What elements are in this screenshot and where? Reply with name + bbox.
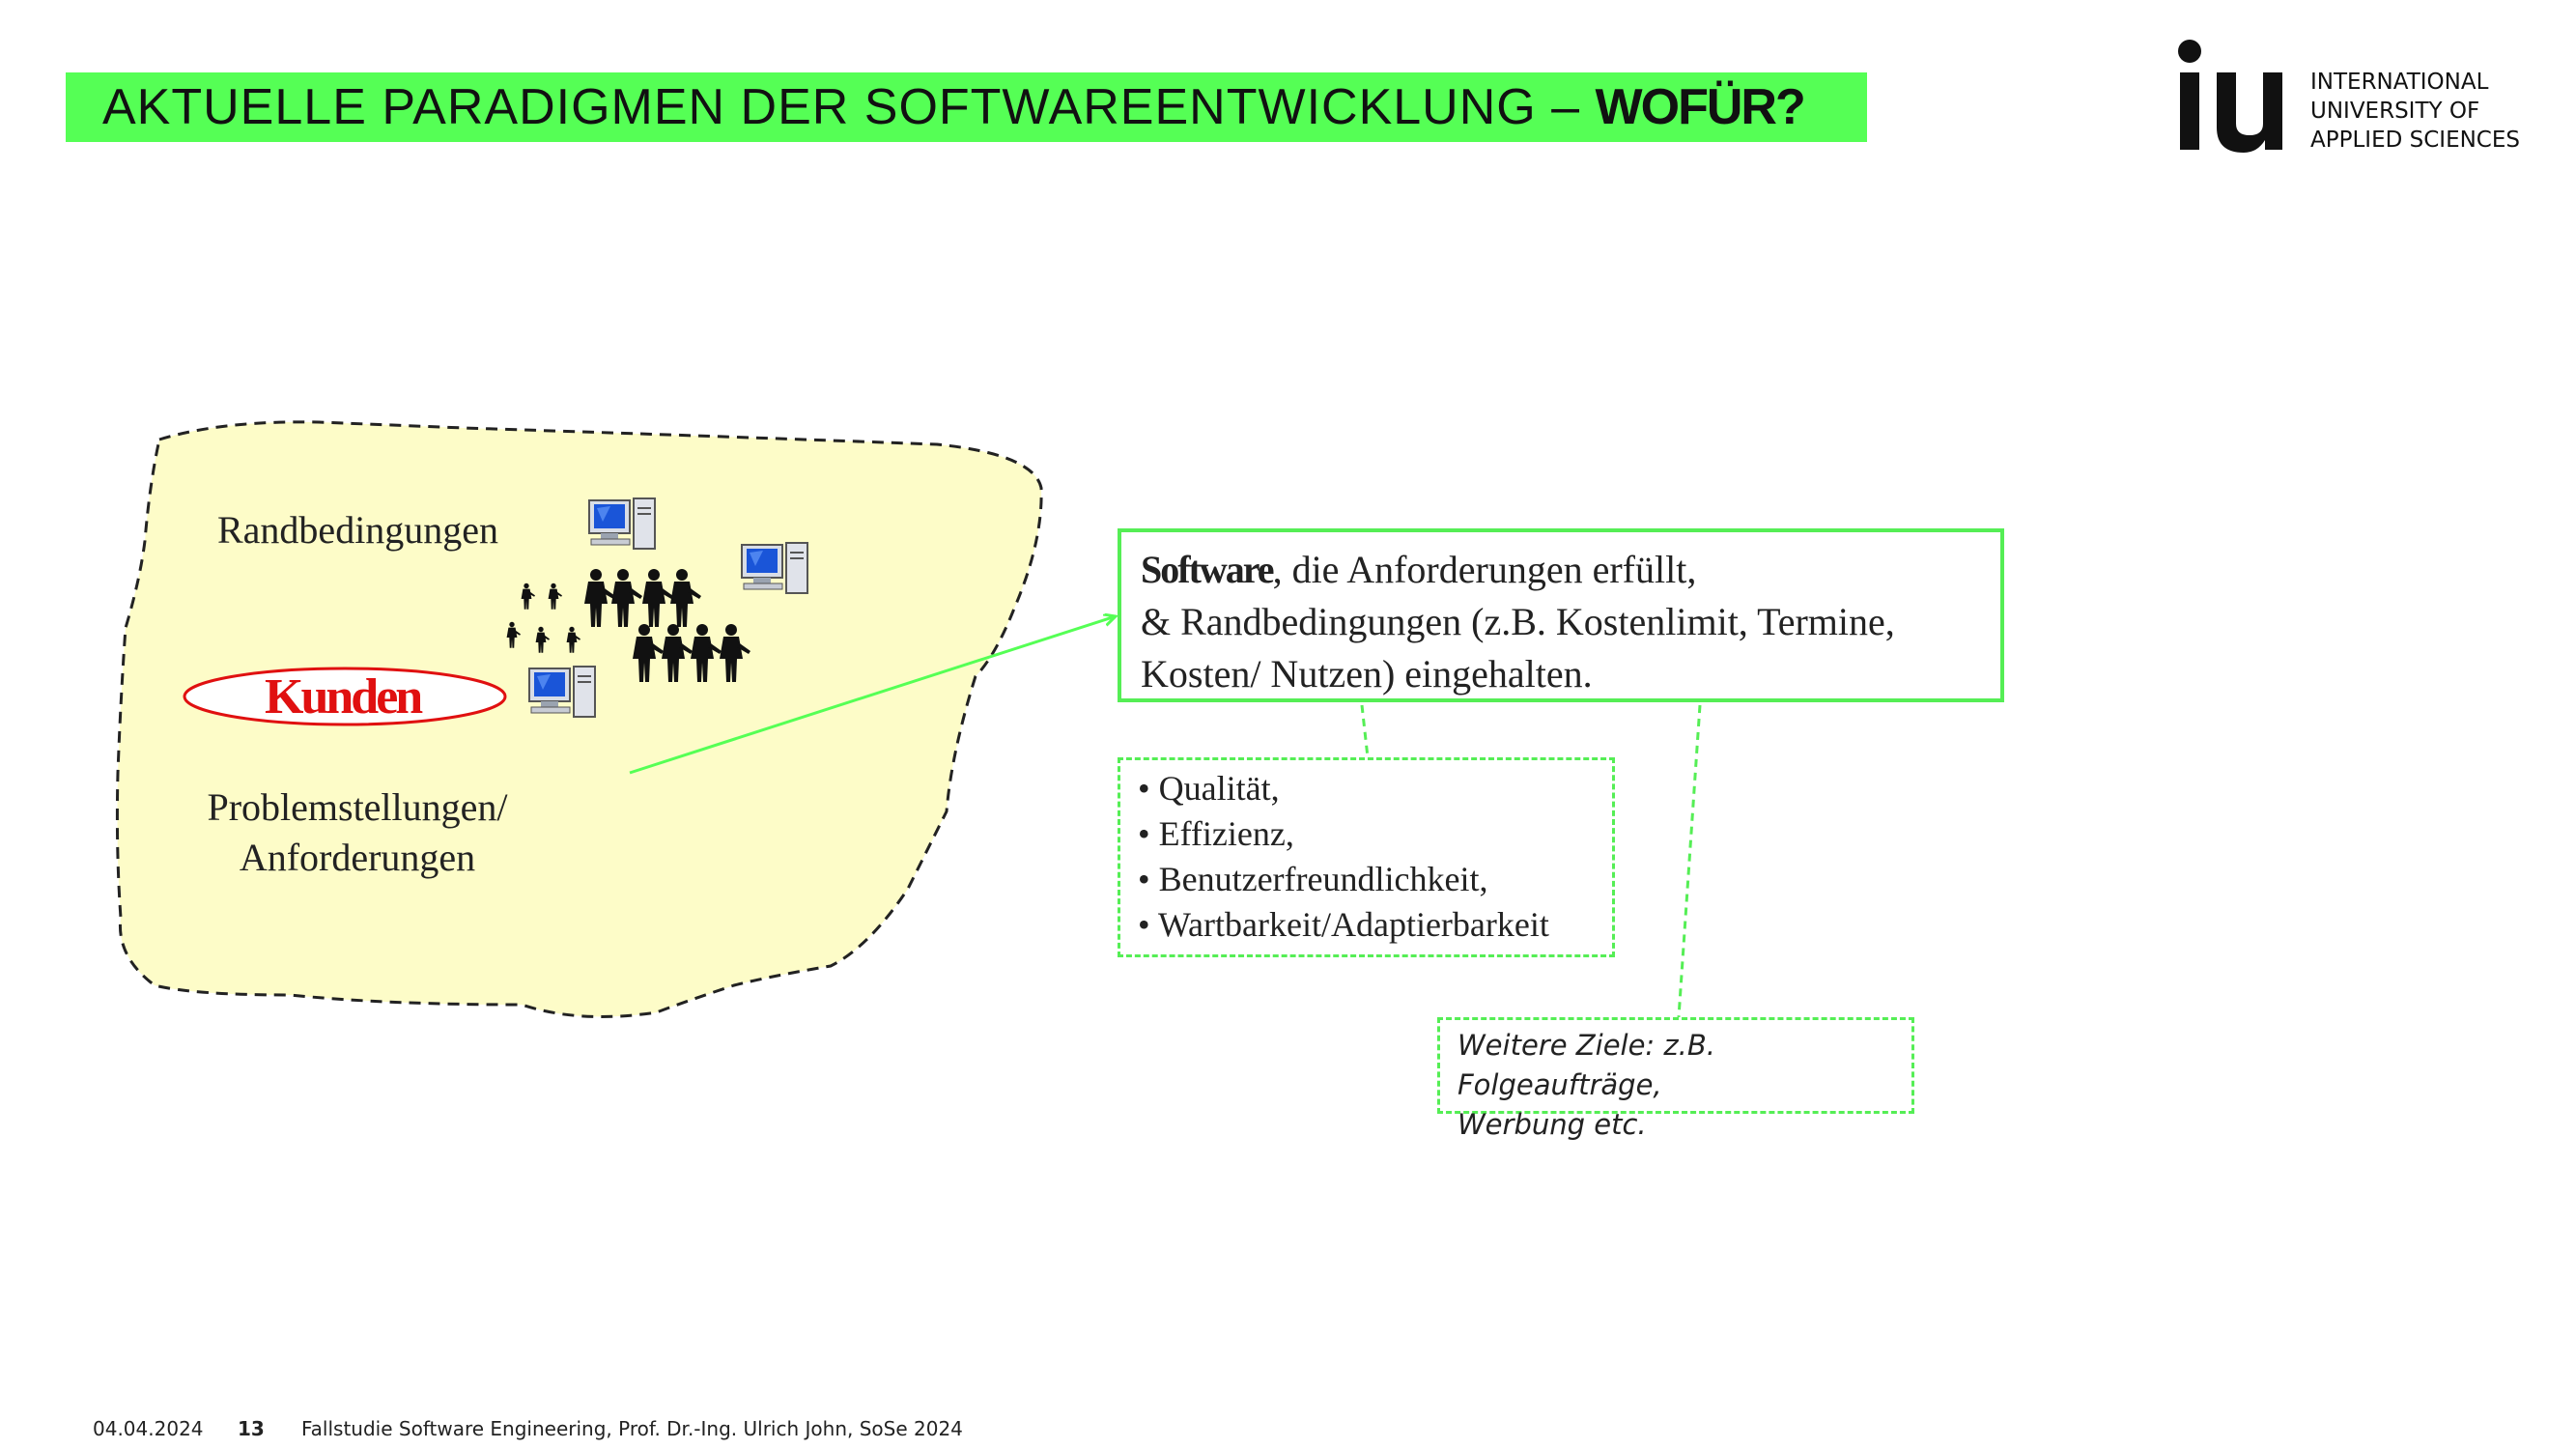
iu-logo-mark xyxy=(2178,40,2282,153)
computer-icon xyxy=(528,666,596,718)
software-box: Software, die Anforderungen erfüllt, & R… xyxy=(1118,528,2004,702)
footer-course: Fallstudie Software Engineering, Prof. D… xyxy=(301,1417,963,1440)
problem-line-2: Anforderungen xyxy=(239,836,476,879)
title-bold: WOFÜR? xyxy=(1595,79,1806,135)
quality-item: • Effizienz, xyxy=(1138,814,1294,853)
connector-qualities xyxy=(1360,704,1370,758)
further-goals-box: Weitere Ziele: z.B. Folgeaufträge, Werbu… xyxy=(1437,1017,1914,1141)
randbedingungen-label: Randbedingungen xyxy=(217,508,499,552)
logo-line-3: APPLIED SCIENCES xyxy=(2310,128,2520,153)
software-line-3: Kosten/ Nutzen) eingehalten. xyxy=(1141,652,1593,696)
problem-line-1: Problemstellungen/ xyxy=(207,785,508,829)
software-text: Software, die Anforderungen erfüllt, & R… xyxy=(1141,544,1981,700)
computer-icon xyxy=(588,497,656,550)
title-bar: AKTUELLE PARADIGMEN DER SOFTWAREENTWICKL… xyxy=(66,72,1867,142)
logo-text: INTERNATIONAL UNIVERSITY OF APPLIED SCIE… xyxy=(2310,68,2520,155)
logo-line-1: INTERNATIONAL xyxy=(2310,70,2489,95)
goals-line-2: Werbung etc. xyxy=(1458,1108,1647,1141)
further-goals-text: Weitere Ziele: z.B. Folgeaufträge, Werbu… xyxy=(1458,1026,1894,1145)
logo-line-2: UNIVERSITY OF xyxy=(2310,99,2480,124)
goals-line-1: Weitere Ziele: z.B. Folgeaufträge, xyxy=(1458,1029,1715,1101)
quality-item: • Wartbarkeit/Adaptierbarkeit xyxy=(1138,905,1549,944)
title-normal: AKTUELLE PARADIGMEN DER SOFTWAREENTWICKL… xyxy=(102,79,1596,135)
computer-icon xyxy=(741,542,808,594)
arrow-to-software xyxy=(629,616,1116,775)
software-line-1: , die Anforderungen erfüllt, xyxy=(1272,548,1697,591)
iu-logo xyxy=(2176,39,2543,155)
kunden-ellipse xyxy=(183,667,507,726)
footer-date: 04.04.2024 xyxy=(93,1417,204,1440)
quality-item: • Qualität, xyxy=(1138,769,1280,808)
kunden-label: Kunden xyxy=(265,669,423,724)
software-line-2: & Randbedingungen (z.B. Kostenlimit, Ter… xyxy=(1141,600,1895,643)
problem-space-blob xyxy=(115,420,1043,1018)
connector-goals xyxy=(1677,704,1702,1018)
qualities-box: • Qualität, • Effizienz, • Benutzerfreun… xyxy=(1118,757,1615,957)
page-title: AKTUELLE PARADIGMEN DER SOFTWAREENTWICKL… xyxy=(102,78,1806,136)
problem-label: Problemstellungen/ Anforderungen xyxy=(164,782,551,883)
software-bold: Software xyxy=(1141,548,1275,591)
footer-page-number: 13 xyxy=(238,1417,265,1440)
quality-item: • Benutzerfreundlichkeit, xyxy=(1138,860,1488,898)
